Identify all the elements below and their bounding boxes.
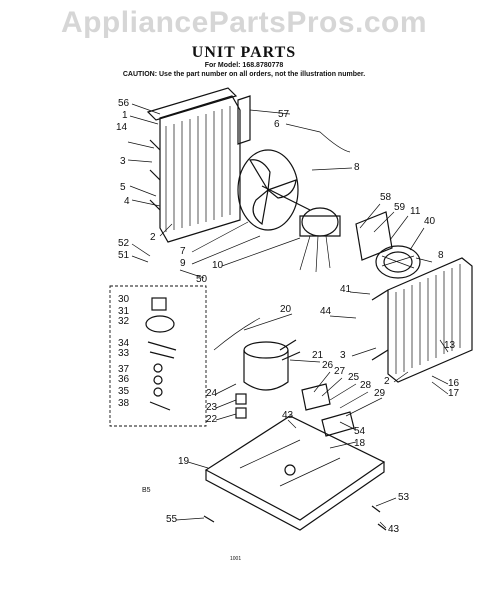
- callout-label: 44: [320, 306, 332, 317]
- callout-label: 9: [180, 258, 186, 269]
- leader-lines: [127, 103, 449, 529]
- callout-label: 57: [278, 109, 290, 120]
- callout-label: 1: [122, 110, 128, 121]
- model-line: For Model: 168.8780778: [204, 62, 284, 69]
- callout-label: 43: [388, 524, 400, 535]
- callout-label: 16: [448, 378, 460, 389]
- callout-label: 51: [118, 250, 130, 261]
- callout-label: 43: [282, 410, 294, 421]
- blower-wheel: [375, 245, 421, 279]
- callout-label: 8: [354, 162, 360, 173]
- callout-label: 37: [118, 364, 130, 375]
- callout-label: 38: [118, 398, 130, 409]
- page-title: UNIT PARTS: [191, 44, 297, 61]
- callout-label: 19: [178, 456, 190, 467]
- callout-label: 22: [206, 414, 218, 425]
- callout-label: 20: [280, 304, 292, 315]
- callout-label: 35: [118, 386, 130, 397]
- callout-label: 14: [116, 122, 128, 133]
- callout-label: 59: [394, 202, 406, 213]
- control-parts-box: [109, 285, 207, 427]
- callout-label: 54: [354, 426, 366, 437]
- callout-label: 17: [448, 388, 460, 399]
- callout-label: 7: [180, 246, 186, 257]
- callout-label: 23: [206, 402, 218, 413]
- watermark: AppliancePartsPros.com: [60, 6, 428, 39]
- callout-label: 27: [334, 366, 346, 377]
- callout-label: 52: [118, 238, 130, 249]
- callout-label: 8: [438, 250, 444, 261]
- callout-label: 58: [380, 192, 392, 203]
- control-parts: [145, 297, 177, 411]
- callout-label: 3: [340, 350, 346, 361]
- condenser-coil: [146, 87, 251, 243]
- evaporator-coil: [371, 257, 473, 383]
- callout-label: 55: [166, 514, 178, 525]
- callout-label: 11: [410, 206, 421, 217]
- callout-label: 56: [118, 98, 130, 109]
- callout-labels: 56 1 14 3 5 4 2 52 51 50 57 6 8 7 9 10 5…: [116, 98, 460, 562]
- callout-label: 36: [118, 374, 130, 385]
- callout-label: 30: [118, 294, 130, 305]
- fan-blade: [237, 149, 311, 231]
- callout-label: 2: [150, 232, 156, 243]
- terminal-cover: [321, 411, 355, 437]
- callout-label: 53: [398, 492, 410, 503]
- callout-label: 13: [444, 340, 456, 351]
- callout-label: 33: [118, 348, 130, 359]
- callout-label: 18: [354, 438, 366, 449]
- harness-wire: [213, 317, 261, 351]
- callout-label: 5: [120, 182, 126, 193]
- callout-label: 28: [360, 380, 372, 391]
- fan-motor: [299, 207, 341, 273]
- callout-label: 25: [348, 372, 360, 383]
- callout-label: 50: [196, 274, 208, 285]
- callout-label: 32: [118, 316, 130, 327]
- caution-note: CAUTION: Use the part number on all orde…: [122, 71, 366, 78]
- figure-code: B5: [142, 487, 151, 494]
- motor-bracket: [355, 211, 393, 261]
- overload-protector: [301, 383, 331, 411]
- callout-label: 6: [274, 119, 280, 130]
- mounting-screws: [203, 505, 387, 531]
- callout-label: 21: [312, 350, 324, 361]
- compressor: [235, 339, 301, 419]
- callout-label: 41: [340, 284, 352, 295]
- callout-label: 10: [212, 260, 224, 271]
- callout-label: 2: [384, 376, 390, 387]
- base-pan: [204, 415, 386, 531]
- callout-label: 34: [118, 338, 130, 349]
- callout-label: 40: [424, 216, 436, 227]
- callout-label: 29: [374, 388, 386, 399]
- callout-label: 4: [124, 196, 130, 207]
- corner-mark: 1001: [230, 556, 241, 562]
- callout-label: 3: [120, 156, 126, 167]
- callout-label: 26: [322, 360, 334, 371]
- callout-label: 24: [206, 388, 218, 399]
- callout-label: 31: [118, 306, 130, 317]
